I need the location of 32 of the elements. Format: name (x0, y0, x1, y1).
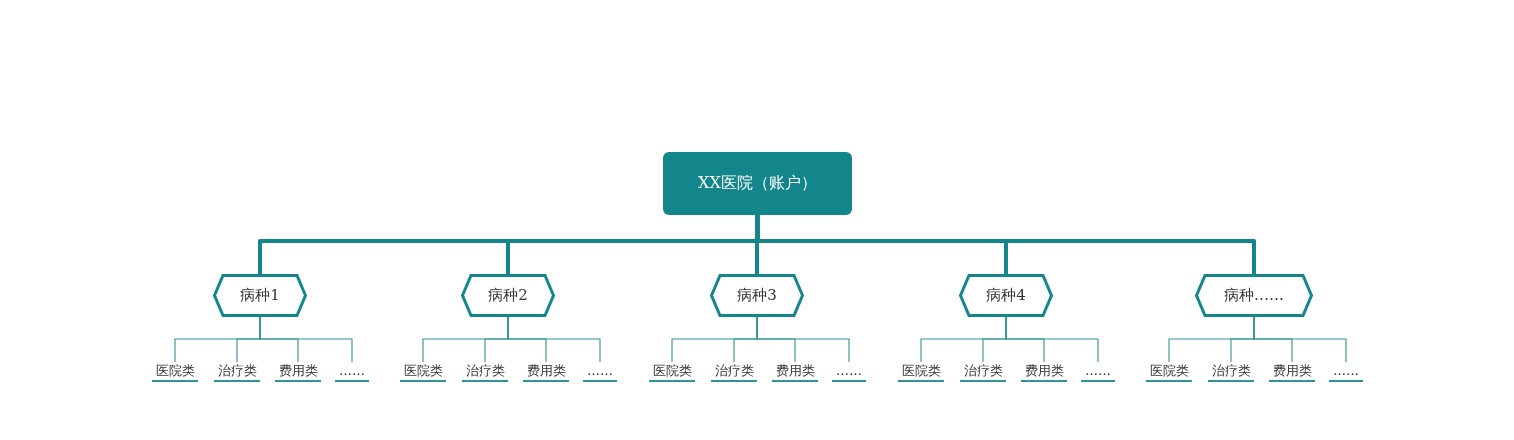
category-label: 医院类 (649, 362, 695, 382)
category-label: 治疗类 (462, 362, 508, 382)
category-label: 医院类 (1146, 362, 1192, 382)
category-label: 治疗类 (711, 362, 757, 382)
category-label: 费用类 (523, 362, 569, 382)
hexagon-node: 病种3 (710, 274, 804, 317)
category-label: …… (1329, 362, 1363, 382)
connector-line (1253, 316, 1347, 363)
category-label: 医院类 (152, 362, 198, 382)
category-label: …… (1081, 362, 1115, 382)
hexagon-node: 病种…… (1195, 274, 1313, 317)
category-label: 费用类 (772, 362, 818, 382)
category-label: …… (583, 362, 617, 382)
category-label: 医院类 (898, 362, 944, 382)
connector-line (756, 316, 850, 363)
category-label: 治疗类 (1208, 362, 1254, 382)
root-box: XX医院（账户） (663, 152, 852, 215)
hexagon-node: 病种2 (461, 274, 555, 317)
category-label: 医院类 (400, 362, 446, 382)
hexagon-node: 病种1 (213, 274, 307, 317)
connector-line (755, 215, 1256, 274)
connector-line (507, 316, 601, 363)
category-label: 治疗类 (960, 362, 1006, 382)
hexagon-node: 病种4 (959, 274, 1053, 317)
category-label: 治疗类 (214, 362, 260, 382)
category-label: 费用类 (1021, 362, 1067, 382)
connector-line (259, 316, 353, 363)
connector-line (1005, 316, 1099, 363)
category-label: 费用类 (275, 362, 321, 382)
category-label: …… (335, 362, 369, 382)
category-label: …… (832, 362, 866, 382)
category-label: 费用类 (1269, 362, 1315, 382)
